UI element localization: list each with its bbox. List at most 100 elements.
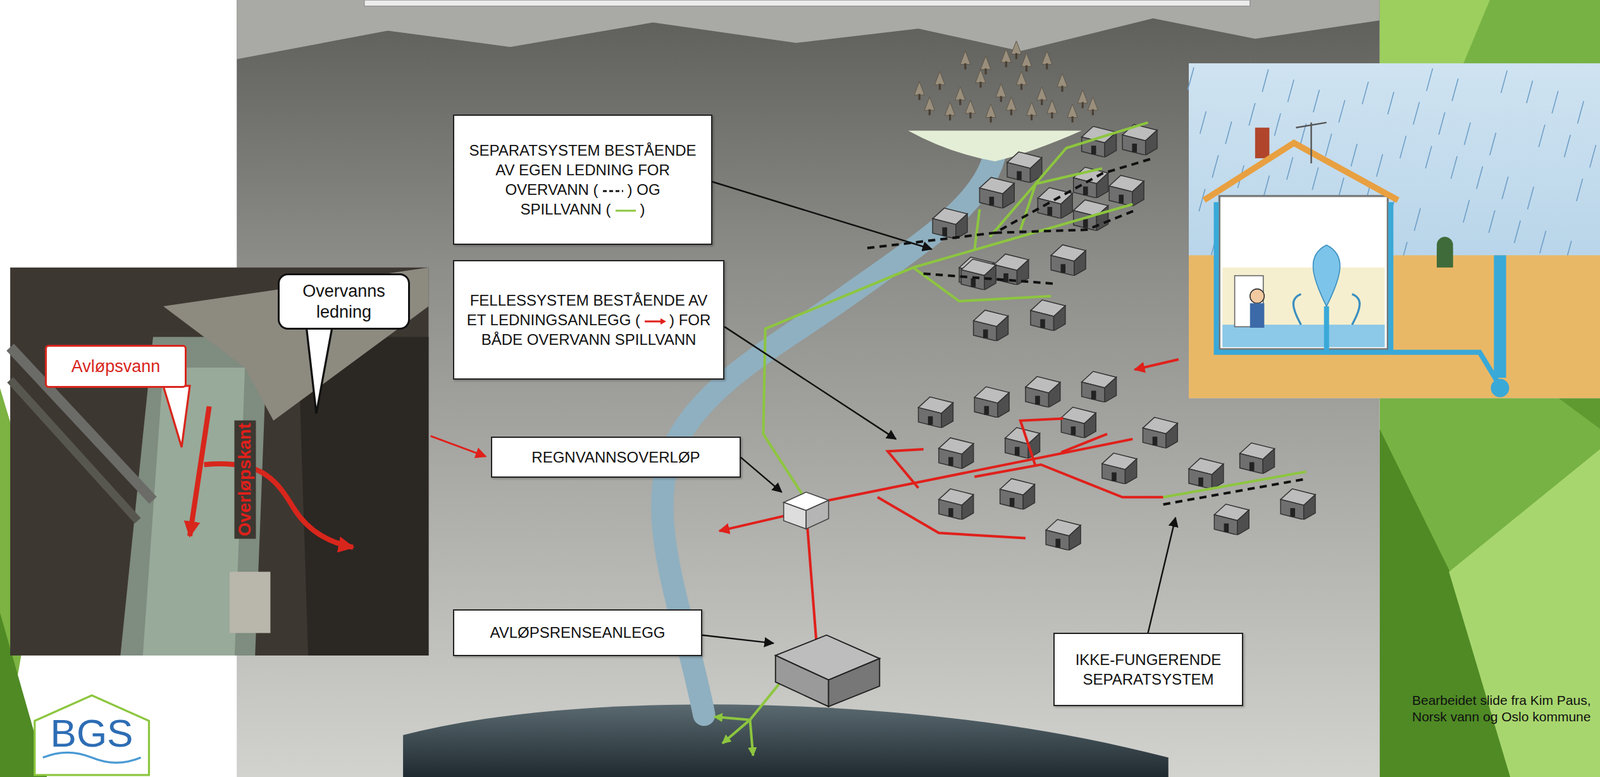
text-box: REGNVANNSOVERLØP [490,436,741,478]
tree-icon [1005,96,1017,116]
tree-icon [1087,96,1098,116]
tree-icon [1067,104,1078,123]
rain-stroke [1426,68,1433,92]
speech-bubble: Overvanns ledning [277,273,410,330]
overflow-label: Overløpskant [234,420,256,540]
house-icon [1007,151,1042,183]
rain-stroke [1463,199,1470,223]
rain-stroke [1425,146,1432,169]
text-box: AVLØPSRENSEANLEGG [452,609,703,657]
house-icon [1030,299,1066,331]
house-icon [1025,376,1061,408]
rain-stroke [1413,208,1421,231]
node-text: IKKE-FUNGERENDE SEPARATSYSTEM [1063,649,1234,689]
tree-icon [1041,51,1053,70]
house-icon [1142,417,1178,449]
house-icon [973,310,1009,342]
node-label: SEPARATSYSTEM BESTÅENDE AV EGEN LEDNING … [468,141,696,199]
node-label: AVLØPSRENSEANLEGG [490,623,666,641]
rain-stroke [1438,112,1445,136]
house-icon [1214,504,1249,536]
rain-stroke [1514,220,1521,244]
rain-stroke [1576,178,1583,202]
tree-icon [965,99,976,119]
rain-stroke [1274,113,1281,137]
tree-icon [975,69,986,88]
node-text: Avløpsvann [71,356,161,377]
rain-stroke [1388,91,1395,115]
rain-stroke [1313,89,1320,113]
rain-stroke [1551,91,1559,114]
rain-stroke [1248,103,1256,126]
rain-stroke [1501,70,1508,94]
rain-stroke [1262,69,1269,93]
tree-icon [1021,53,1032,72]
node-label: IKKE-FUNGERENDE SEPARATSYSTEM [1075,651,1222,688]
line-sample [613,206,639,216]
node-label: ) [640,200,646,218]
house-icon [974,386,1010,418]
rain-stroke [1539,230,1547,254]
house-icon [1188,458,1224,490]
rain-stroke [1489,132,1497,156]
tree-icon [1036,86,1048,106]
rain-stroke [1476,166,1483,190]
tree-icon [945,101,956,121]
text-box: FELLESSYSTEM BESTÅENDE AV ET LEDNINGSANL… [452,260,725,380]
house-icon [932,208,968,240]
rain-stroke [1287,79,1294,103]
rain-stroke [1362,81,1369,105]
text-box: SEPARATSYSTEM BESTÅENDE AV EGEN LEDNING … [452,114,713,245]
text-box: IKKE-FUNGERENDE SEPARATSYSTEM [1053,632,1244,707]
tree-icon [955,86,966,106]
house-icon [1050,244,1086,276]
rain-stroke [1501,176,1509,200]
tree-icon [1047,99,1058,119]
tree-icon [1010,41,1022,60]
tree-icon [1026,101,1037,121]
house-icon [1005,427,1041,459]
tree-icon [924,96,935,116]
rain-stroke [1527,186,1534,210]
node-text: Overvanns ledning [285,280,402,323]
rain-stroke [1350,144,1358,168]
rain-stroke [1212,155,1219,178]
rain-stroke [1538,124,1545,148]
node-label: Overvanns ledning [302,281,386,321]
node-label: REGNVANNSOVERLØP [531,448,700,466]
tree-icon [1057,73,1068,92]
node-text: REGNVANNSOVERLØP [531,447,700,467]
tree-icon [934,71,945,90]
logo-text: BGS [50,710,134,756]
house-icon [1060,406,1096,438]
rain-stroke [1338,99,1346,123]
house-icon [938,489,974,521]
tree-icon [980,56,991,75]
callout-box: Avløpsvann [44,344,187,388]
tree-icon [985,104,996,123]
rain-stroke [1325,133,1332,157]
rain-stroke [1589,144,1597,168]
house-icon [1045,519,1081,551]
credit-note: Bearbeidet slide fra Kim Paus, Norsk van… [1412,692,1597,726]
rain-stroke [1376,154,1383,178]
node-text: SEPARATSYSTEM BESTÅENDE AV EGEN LEDNING … [463,140,703,220]
rain-stroke [1200,111,1207,135]
house-icon [938,437,974,469]
rain-stroke [1312,167,1319,191]
house-icon [1240,442,1275,474]
house-icon [1109,175,1144,207]
rain-stroke [1577,101,1585,125]
rain-stroke [1187,67,1194,91]
house-icon [961,259,996,291]
line-sample [600,186,626,196]
tree-icon [914,81,925,100]
rain-stroke [1463,122,1471,146]
house-icon [979,177,1015,209]
tree-icon [995,83,1006,102]
tree-icon [1000,48,1011,68]
house-icon [918,396,954,428]
